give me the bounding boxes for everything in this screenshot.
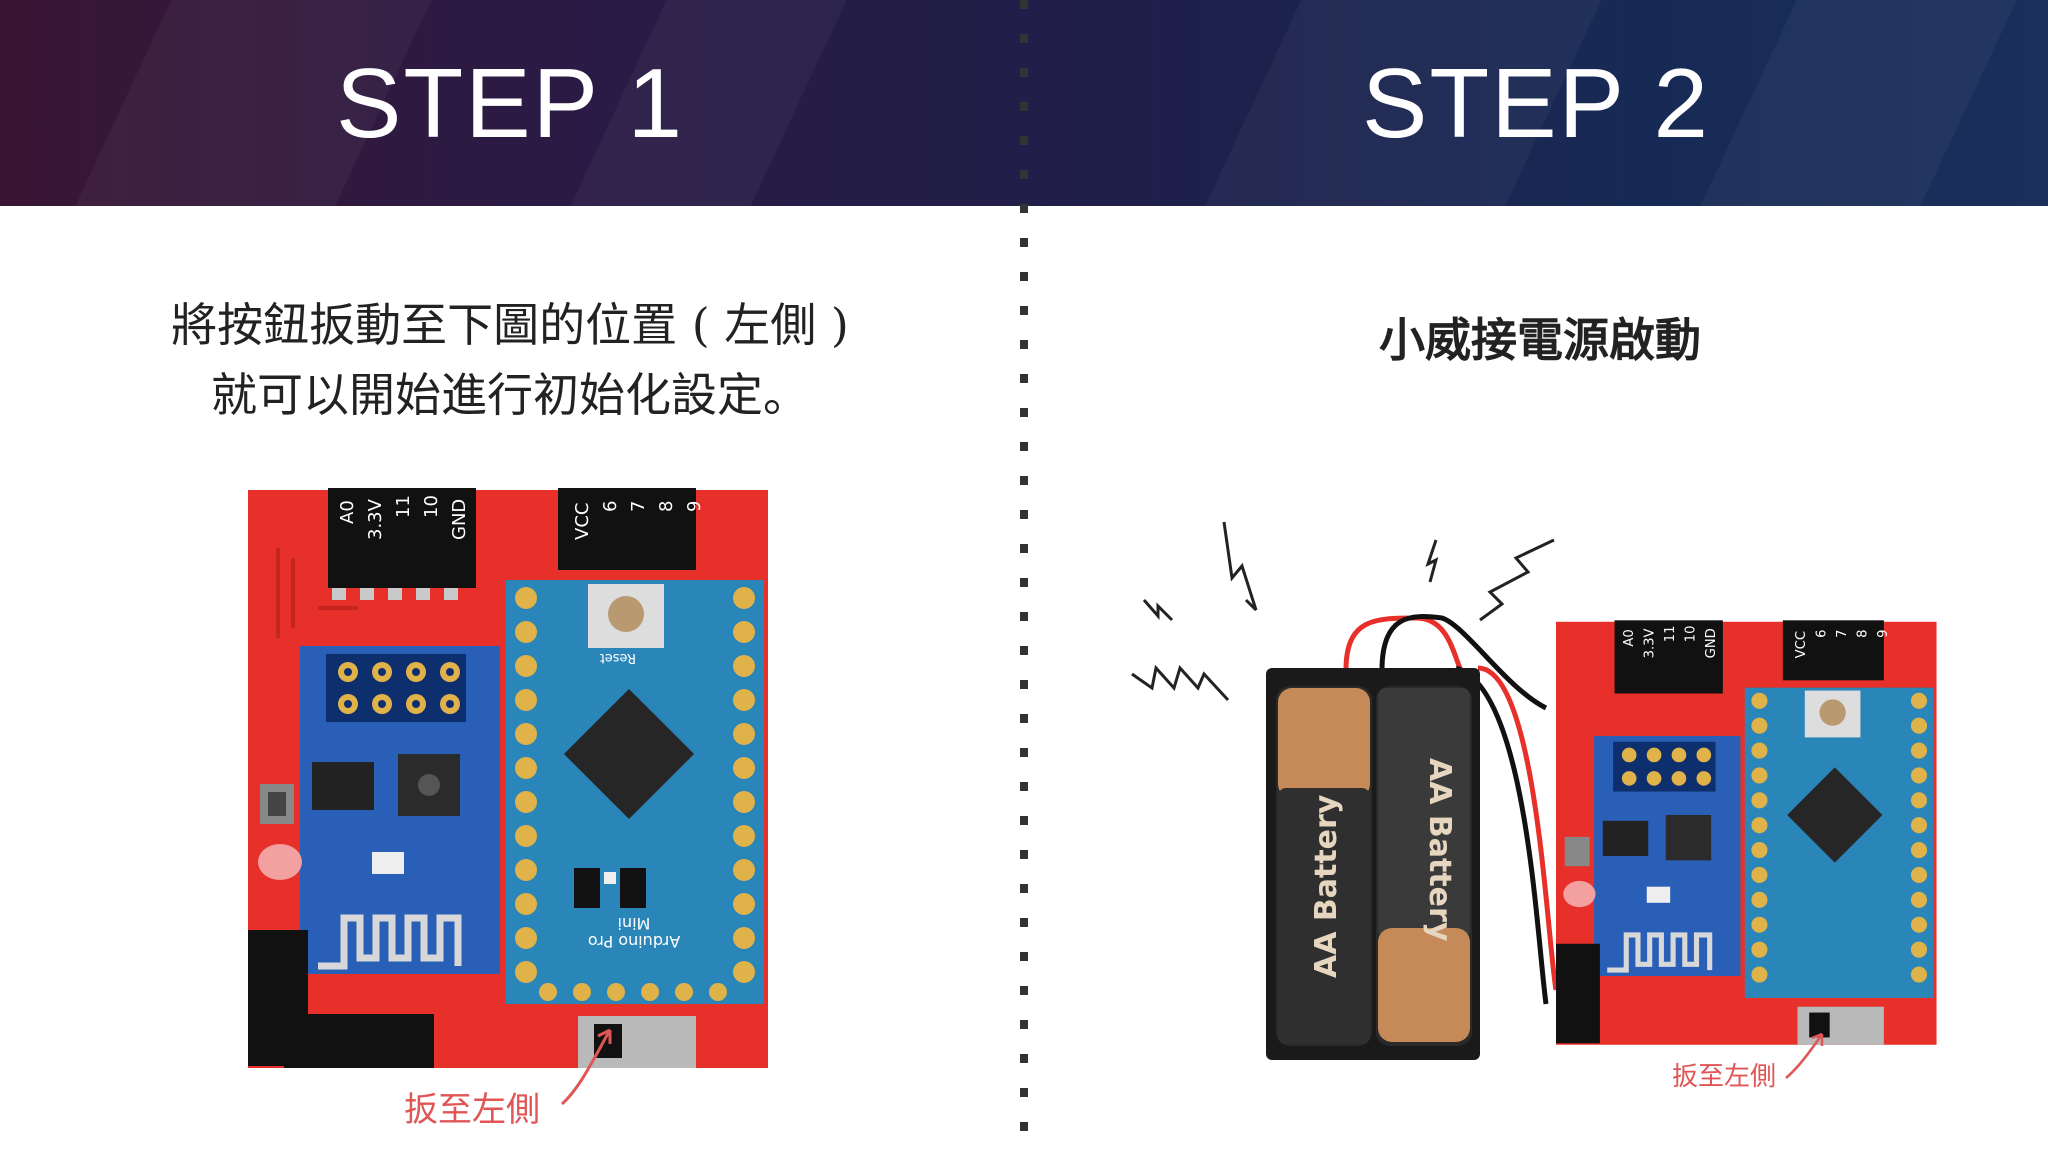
battery-pack-illustration: AA Battery AA Battery [1266, 614, 1559, 1060]
step2-description: 小威接電源啟動 [1379, 313, 1701, 367]
header-pin-label: 11 [393, 495, 414, 518]
header-pin-label: VCC [572, 503, 593, 540]
dotted-divider [1020, 0, 1028, 1152]
battery-label: AA Battery [1309, 794, 1344, 978]
step2-board-illustration: A0 3.3V 11 10 GND VCC 6 7 8 9 [1556, 620, 1937, 1045]
arduino-pins [515, 587, 755, 1001]
header-right-block [558, 488, 696, 570]
header-pin-label: A0 [337, 500, 358, 524]
battery-label: AA Battery [1422, 758, 1457, 942]
header-pin-label: 9 [1876, 630, 1891, 638]
arduino-label: Mini [618, 914, 651, 933]
header-pin-label: 10 [1683, 626, 1698, 643]
header-pin-label: VCC [1794, 631, 1809, 658]
header-pin-label: 3.3V [365, 498, 386, 540]
header-left-block [328, 488, 476, 588]
callout-arrow [561, 1028, 612, 1106]
step1-description-line1: 將按鈕扳動至下圖的位置 ( 左側 ) [171, 298, 849, 352]
step1-board-illustration: A0 3.3V 11 10 GND VCC 6 7 8 9 Reset Ardu… [248, 488, 768, 1068]
header-pin-label: 9 [684, 501, 705, 512]
step1-description-line2: 就可以開始進行初始化設定。 [211, 368, 809, 422]
arduino-label: Arduino Pro [588, 932, 680, 951]
header-pin-label: GND [449, 499, 470, 540]
header-pin-label: 7 [628, 501, 649, 512]
step1-callout: 扳至左側 [404, 1090, 540, 1130]
header-pin-label: 8 [656, 501, 677, 512]
header-pin-label: 8 [1855, 630, 1870, 638]
header-pin-label: 11 [1663, 626, 1678, 643]
header-pin-label: 7 [1835, 630, 1850, 638]
header-pin-label: 3.3V [1642, 628, 1657, 658]
step2-title: STEP 2 [1362, 48, 1710, 158]
header-pin-label: 10 [421, 495, 442, 518]
step1-title: STEP 1 [336, 48, 684, 158]
callout-arrow [1785, 1032, 1824, 1079]
header-pin-label: GND [1704, 628, 1719, 658]
header-pin-label: 6 [600, 501, 621, 512]
step2-callout: 扳至左側 [1672, 1062, 1777, 1092]
header-pin-label: 6 [1814, 630, 1829, 638]
reset-label: Reset [600, 650, 636, 665]
step1-description: 將按鈕扳動至下圖的位置 ( 左側 ) 就可以開始進行初始化設定。 [60, 290, 960, 430]
header-pin-label: A0 [1622, 629, 1637, 646]
spark-lines [1131, 521, 1555, 702]
